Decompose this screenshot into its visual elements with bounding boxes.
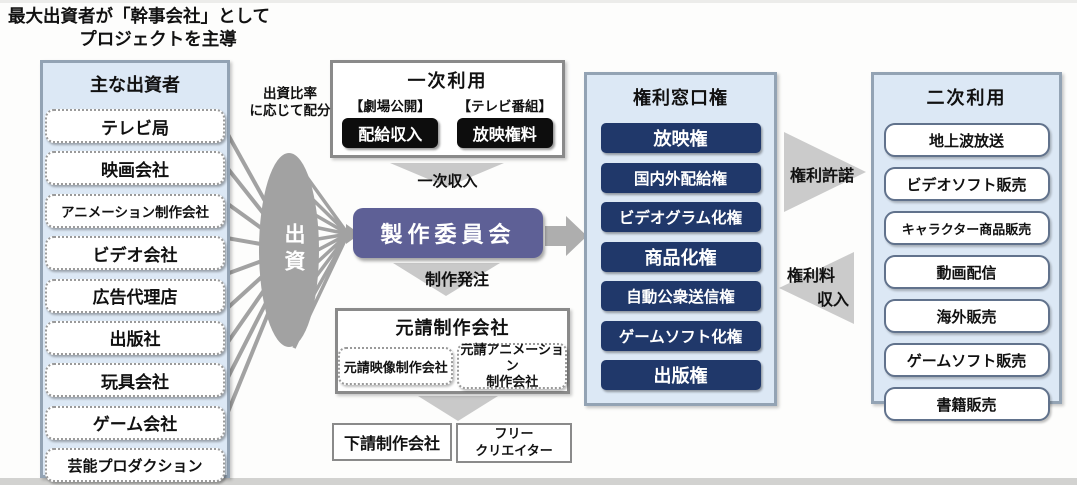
rights-fee-arrow-left	[779, 252, 854, 324]
secondary-use-list: 地上波放送 ビデオソフト販売 キャラクター商品販売 動画配信 海外販売 ゲームソ…	[874, 123, 1059, 421]
investors-header: 主な出資者	[90, 75, 180, 95]
right-item: ゲームソフト化権	[600, 320, 761, 351]
production-order-label: 制作発注	[424, 272, 489, 289]
primary-use-columns: 【劇場公開】 配給収入 【テレビ番組】 放映権料	[333, 95, 562, 148]
secondary-use-item: 書籍販売	[883, 387, 1050, 421]
secondary-use-panel: 二次利用 地上波放送 ビデオソフト販売 キャラクター商品販売 動画配信 海外販売…	[871, 72, 1062, 421]
theatrical-category-label: 【劇場公開】	[349, 99, 431, 114]
investors-panel: 主な出資者 テレビ局 映画会社 アニメーション制作会社 ビデオ会社 広告代理店 …	[40, 60, 230, 483]
production-order-arrow-down	[393, 263, 500, 296]
committee-to-rights-arrow	[545, 216, 587, 256]
secondary-use-item: 地上波放送	[883, 123, 1050, 157]
production-committee-box: 製作委員会	[353, 208, 543, 258]
investor-item: 玩具会社	[45, 363, 225, 398]
prime-to-sub-arrow-down	[418, 396, 498, 421]
rights-fee-label-line1: 権利料	[787, 268, 836, 285]
rights-fee-label: 権利料 収入	[787, 262, 853, 310]
freelance-creator-box: フリー クリエイター	[456, 423, 572, 463]
right-item: 自動公衆送信権	[600, 281, 761, 311]
investor-item: ビデオ会社	[45, 236, 225, 271]
rights-window-panel: 権利窓口権 放映権 国内外配給権 ビデオグラム化権 商品化権 自動公衆送信権 ゲ…	[584, 72, 777, 406]
primary-use-header: 一次利用	[407, 71, 488, 91]
diagram-title-line1: 最大出資者が「幹事会社」として	[8, 6, 270, 26]
secondary-use-item: ゲームソフト販売	[883, 343, 1050, 377]
rights-window-header: 権利窓口権	[633, 88, 728, 108]
top-border-strip	[0, 0, 1077, 3]
right-item: 国内外配給権	[600, 162, 761, 193]
right-item: 出版権	[600, 360, 761, 390]
investor-item: テレビ局	[45, 109, 225, 143]
investor-item: 映画会社	[45, 151, 225, 186]
secondary-use-item: キャラクター商品販売	[883, 211, 1050, 245]
investment-ellipse	[259, 153, 319, 347]
distribution-note-line2: に応じて配分	[249, 102, 331, 118]
investor-item: 広告代理店	[45, 278, 225, 313]
investor-item: 芸能プロダクション	[45, 448, 225, 483]
right-item: 商品化権	[600, 241, 761, 272]
prime-video-company-box: 元請映像制作会社	[338, 347, 454, 385]
secondary-use-item: ビデオソフト販売	[883, 167, 1050, 201]
rights-grant-label: 権利許諾	[789, 168, 854, 185]
primary-income-label: 一次収入	[417, 173, 478, 190]
secondary-use-item: 海外販売	[883, 299, 1050, 333]
investor-item: 出版社	[45, 320, 225, 355]
secondary-use-item: 動画配信	[883, 255, 1050, 289]
rights-window-list: 放映権 国内外配給権 ビデオグラム化権 商品化権 自動公衆送信権 ゲームソフト化…	[587, 123, 774, 390]
investors-list: テレビ局 映画会社 アニメーション制作会社 ビデオ会社 広告代理店 出版社 玩具…	[43, 109, 227, 483]
primary-use-column-theatrical: 【劇場公開】 配給収入	[338, 95, 442, 148]
tv-category-label: 【テレビ番組】	[457, 99, 553, 114]
distribution-note-line1: 出資比率	[263, 86, 317, 101]
primary-income-arrow-down	[390, 163, 504, 187]
investor-item: アニメーション制作会社	[45, 193, 225, 228]
prime-contractor-header: 元請制作会社	[395, 318, 510, 338]
distribution-note: 出資比率 に応じて配分	[242, 86, 338, 120]
diagram-title-line2: プロジェクトを主導	[79, 28, 237, 49]
subcontractor-company-box: 下請制作会社	[332, 423, 452, 461]
primary-use-column-tv: 【テレビ番組】 放映権料	[453, 95, 557, 148]
investor-item: ゲーム会社	[45, 405, 225, 440]
prime-contractor-list: 元請映像制作会社 元請アニメーション 制作会社	[338, 342, 567, 389]
broadcast-fee-badge: 放映権料	[456, 118, 553, 148]
prime-contractor-panel: 元請制作会社 元請映像制作会社 元請アニメーション 制作会社	[335, 308, 570, 394]
right-item: ビデオグラム化権	[600, 202, 761, 232]
investment-ellipse-label: 出資	[282, 223, 305, 277]
diagram-title: 最大出資者が「幹事会社」として プロジェクトを主導	[8, 5, 308, 51]
rights-grant-arrow-right	[784, 132, 866, 212]
right-item: 放映権	[600, 123, 761, 153]
distribution-revenue-badge: 配給収入	[342, 118, 439, 148]
secondary-use-header: 二次利用	[926, 88, 1007, 108]
prime-animation-company-box: 元請アニメーション 制作会社	[457, 342, 567, 389]
bottom-border-strip	[0, 478, 1077, 485]
rights-fee-label-line2: 収入	[816, 292, 849, 309]
primary-use-panel: 一次利用 【劇場公開】 配給収入 【テレビ番組】 放映権料	[330, 60, 565, 158]
